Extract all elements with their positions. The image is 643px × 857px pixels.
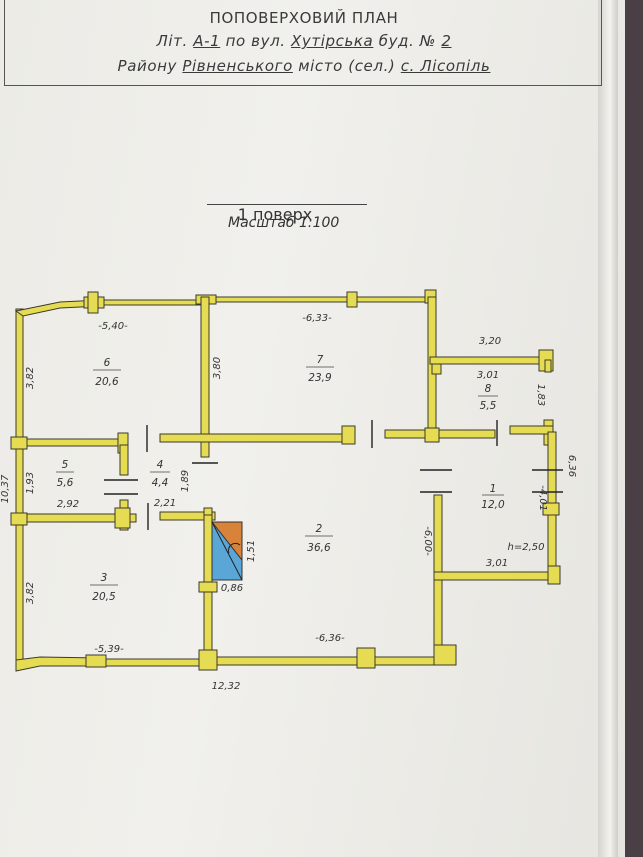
- wall-top-left: [97, 299, 209, 306]
- wall-post-n: [85, 654, 107, 668]
- dim-ceiling-height: h=2,50: [508, 542, 545, 553]
- lit-value: А-1: [193, 32, 221, 50]
- room-8-area: 5,5: [480, 400, 497, 412]
- dim-left-mid: 1,93: [25, 472, 36, 494]
- wall-room1-bottom: [433, 571, 560, 581]
- wall-post-q: [433, 644, 457, 666]
- wall-3-4: [159, 511, 216, 521]
- dim-room8-width: 3,01: [477, 370, 499, 381]
- street-prefix: по вул.: [225, 32, 286, 50]
- wall-4-7: [159, 433, 346, 443]
- door-marks: [104, 420, 563, 530]
- room-8-number: 8: [485, 383, 492, 395]
- wall-stub: [431, 363, 442, 375]
- wall-post-a-v: [87, 291, 99, 314]
- wall-inner-6-7: [200, 296, 210, 458]
- room-1-area: 12,0: [481, 499, 505, 511]
- dim-right-height: 6,36: [566, 455, 577, 477]
- dim-bottom-left: -5,39-: [94, 644, 124, 655]
- wall-bottom-left: [97, 658, 209, 667]
- staircase: [210, 521, 243, 581]
- room-3-number: 3: [101, 572, 108, 584]
- room-7-number: 7: [317, 354, 324, 366]
- wall-2-8: [384, 429, 496, 439]
- dim-top-mid: -6,33-: [302, 313, 332, 324]
- dim-left-total: 10,37: [0, 474, 11, 503]
- binder-spine: [598, 0, 618, 857]
- wall-post-s: [10, 512, 28, 526]
- dim-total-width: 12,32: [212, 681, 241, 692]
- street-value: Хутірська: [291, 32, 374, 50]
- dim-stair-width: 0,86: [221, 583, 243, 594]
- dim-room8-height: 1,83: [535, 384, 546, 406]
- dim-room4-width: 2,21: [154, 498, 176, 509]
- wall-post-k: [114, 507, 131, 529]
- dim-room2-right: -6,00-: [422, 526, 433, 556]
- dim-room1-height: -4,01-: [537, 485, 548, 515]
- city-prefix: місто (сел.): [298, 57, 396, 75]
- floor-title: 1 поверх: [237, 205, 313, 224]
- wall-post-p: [356, 647, 376, 669]
- room-labels: 1 12,0 2 36,6 3 20,5 4 4,4 5 5,6 6 20,6 …: [56, 354, 505, 603]
- room-6-number: 6: [104, 357, 111, 369]
- scale-label: Масштаб 1:100: [228, 215, 340, 231]
- wall-5-6: [15, 438, 127, 447]
- wall-post-f: [341, 425, 356, 445]
- room-3-area: 20,5: [92, 591, 116, 603]
- dim-top-left: -5,40-: [98, 321, 128, 332]
- room-2-number: 2: [316, 523, 323, 535]
- room-6-area: 20,6: [95, 376, 119, 388]
- district-prefix: Району: [117, 57, 177, 75]
- dim-right-top: 3,20: [479, 336, 501, 347]
- wall-post-c: [346, 291, 358, 308]
- wall-post-r: [10, 436, 28, 450]
- wall-left: [15, 308, 24, 670]
- wall-room8-top: [429, 356, 549, 365]
- plan-title: ПОПОВЕРХОВИЙ ПЛАН: [209, 9, 399, 27]
- wall-post-i: [542, 502, 560, 516]
- dimension-labels: -5,40- -6,33- 3,20 3,01 1,83 6,36 -4,01-…: [0, 313, 577, 692]
- room-2-area: 36,6: [307, 542, 331, 554]
- district-value: Рівненського: [182, 57, 293, 75]
- room-4-area: 4,4: [152, 477, 169, 489]
- wall-bottom-mid: [204, 656, 456, 666]
- dim-left-top: 3,82: [25, 367, 36, 389]
- dim-bottom-mid: -6,36-: [315, 633, 345, 644]
- room-1-number: 1: [490, 483, 497, 495]
- dim-room5-width: 2,92: [57, 499, 79, 510]
- district-line: Району Рівненського місто (сел.) с. Лісо…: [5, 57, 603, 75]
- city-value: с. Лісопіль: [400, 57, 491, 75]
- room-5-number: 5: [62, 459, 69, 471]
- dim-stair-height: 1,51: [246, 540, 257, 562]
- dim-left-bottom: 3,82: [25, 582, 36, 604]
- wall-post-j: [547, 565, 561, 585]
- wall-post-o: [198, 649, 218, 671]
- house-prefix: буд. №: [378, 32, 436, 50]
- wall-post-m: [198, 581, 218, 593]
- house-value: 2: [441, 32, 452, 50]
- room-4-number: 4: [157, 459, 164, 471]
- floor-title-rule: [207, 204, 367, 205]
- wall-post-h: [424, 427, 440, 443]
- room-7-area: 23,9: [308, 372, 332, 384]
- wall-1-8: [509, 425, 554, 435]
- wall-top-mid: [204, 296, 434, 303]
- wall-right-a: [544, 359, 552, 373]
- address-line: Літ. А-1 по вул. Хутірська буд. № 2: [5, 32, 603, 50]
- room-5-area: 5,6: [57, 477, 74, 489]
- dim-room7-left: 3,80: [212, 357, 223, 379]
- dim-room4-height: 1,89: [180, 470, 191, 492]
- wall-5-4-a: [119, 444, 129, 476]
- walls: [10, 289, 561, 672]
- dim-room1-bottom: 3,01: [486, 558, 508, 569]
- lit-prefix: Літ.: [156, 32, 188, 50]
- header-frame: ПОПОВЕРХОВИЙ ПЛАН Літ. А-1 по вул. Хутір…: [4, 0, 602, 86]
